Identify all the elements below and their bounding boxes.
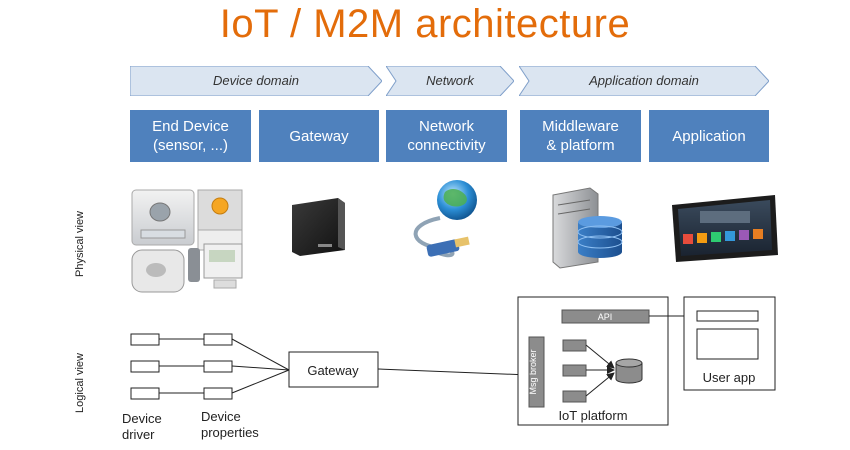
network-globe-image	[413, 180, 477, 258]
property-box	[203, 387, 233, 400]
device-domain-chevron: Device domain	[130, 66, 382, 96]
application-box: Application	[649, 110, 769, 162]
application-tablet-image	[672, 195, 778, 262]
network-label-line2: connectivity	[407, 137, 486, 154]
device-domain-label: Device domain	[213, 73, 299, 88]
device-driver-line1: Device	[122, 411, 162, 426]
network-domain-label: Network	[426, 73, 474, 88]
platform-service-box	[562, 364, 587, 377]
driver-property-links	[159, 338, 204, 394]
application-domain-label: Application domain	[589, 73, 699, 88]
chevron-shape	[386, 66, 514, 96]
middleware-platform-box: Middleware & platform	[520, 110, 641, 162]
platform-service-box	[562, 339, 587, 352]
chevron-shape	[519, 66, 769, 96]
gateway-platform-link	[377, 368, 530, 376]
middleware-label-line2: & platform	[546, 137, 615, 154]
driver-box	[130, 360, 160, 373]
application-domain-chevron: Application domain	[519, 66, 769, 96]
chevron-shape	[130, 66, 382, 96]
device-driver-line2: driver	[122, 427, 155, 442]
page-title: IoT / M2M architecture	[219, 2, 631, 46]
middleware-label-line1: Middleware	[542, 118, 619, 135]
user-app-header	[696, 310, 759, 322]
device-drivers	[130, 333, 160, 400]
property-box	[203, 360, 233, 373]
network-connectivity-box: Network connectivity	[386, 110, 507, 162]
platform-service-box	[562, 390, 587, 403]
device-properties	[203, 333, 233, 400]
gateway-box: Gateway	[259, 110, 379, 162]
device-properties-line2: properties	[201, 425, 259, 440]
driver-box	[130, 387, 160, 400]
gateway-device-image	[292, 198, 345, 256]
service-db-links	[585, 344, 615, 397]
end-device-label-line1: End Device	[152, 118, 229, 135]
msg-broker-bar	[528, 336, 545, 408]
device-driver-label: Device driver	[122, 411, 162, 443]
device-properties-label: Device properties	[201, 409, 259, 441]
gateway-label: Gateway	[289, 127, 349, 145]
user-app-panel	[696, 328, 759, 360]
logical-gateway-label: Gateway	[307, 363, 359, 378]
server-database-image	[552, 187, 623, 269]
logical-gateway-box	[288, 351, 379, 388]
end-devices-image	[131, 189, 243, 293]
end-device-box: End Device (sensor, ...)	[130, 110, 251, 162]
network-label-line1: Network	[418, 118, 474, 135]
msg-broker-label: Msg broker	[528, 349, 538, 394]
property-gateway-links	[231, 338, 290, 394]
driver-box	[130, 333, 160, 346]
database-icon	[615, 358, 643, 384]
property-box	[203, 333, 233, 346]
network-domain-chevron: Network	[386, 66, 514, 96]
user-app-label: User app	[703, 370, 756, 385]
iot-platform-label: IoT platform	[558, 408, 627, 423]
device-properties-line1: Device	[201, 409, 241, 424]
end-device-label-line2: (sensor, ...)	[152, 137, 229, 154]
api-label: API	[598, 312, 613, 322]
application-label: Application	[672, 127, 746, 145]
